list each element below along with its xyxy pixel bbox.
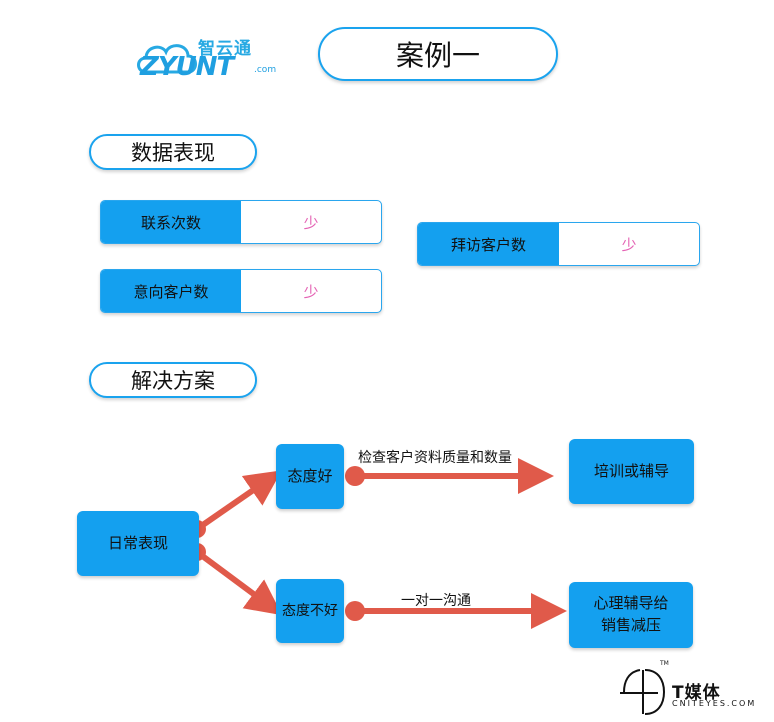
edge-good-result bbox=[345, 458, 554, 494]
logo-com-text: .com bbox=[254, 65, 277, 75]
t-media-logo-icon bbox=[620, 669, 666, 715]
metric-label: 拜访客户数 bbox=[418, 223, 559, 265]
metric-visit-customers: 拜访客户数 少 bbox=[417, 222, 700, 266]
brand-sub: CNITEYES.COM bbox=[672, 699, 757, 708]
brand-tm: TM bbox=[660, 660, 669, 667]
cloud-icon bbox=[137, 44, 197, 74]
node-daily-performance: 日常表现 bbox=[77, 511, 199, 576]
edge-label-good: 检查客户资料质量和数量 bbox=[358, 450, 512, 466]
zyunt-logo: 智云通 ZYUNT .com bbox=[136, 28, 286, 82]
metric-contact-count: 联系次数 少 bbox=[100, 200, 382, 244]
node-training: 培训或辅导 bbox=[569, 439, 694, 504]
metric-label: 联系次数 bbox=[101, 201, 241, 243]
edge-root-good bbox=[188, 470, 282, 538]
section-title-data: 数据表现 bbox=[89, 134, 257, 170]
metric-value: 少 bbox=[303, 213, 319, 232]
edge-root-bad bbox=[188, 543, 283, 616]
metric-intent-customers: 意向客户数 少 bbox=[100, 269, 382, 313]
brand-name: T媒体 bbox=[672, 683, 721, 703]
edge-bad-result bbox=[345, 593, 567, 629]
edge-label-bad: 一对一沟通 bbox=[401, 593, 471, 609]
page-title: 案例一 bbox=[318, 27, 558, 81]
logo-cn-text: 智云通 bbox=[198, 39, 252, 59]
metric-value: 少 bbox=[303, 282, 319, 301]
logo-en-text: ZYUNT bbox=[140, 52, 234, 82]
node-bad-attitude: 态度不好 bbox=[276, 579, 344, 643]
node-counseling-line1: 心理辅导给 bbox=[593, 594, 669, 613]
node-good-attitude: 态度好 bbox=[276, 444, 344, 509]
metric-label: 意向客户数 bbox=[101, 270, 241, 312]
node-counseling: 心理辅导给 销售减压 bbox=[569, 582, 693, 648]
section-title-solution: 解决方案 bbox=[89, 362, 257, 398]
node-counseling-line2: 销售减压 bbox=[600, 616, 661, 634]
metric-value: 少 bbox=[621, 235, 637, 254]
